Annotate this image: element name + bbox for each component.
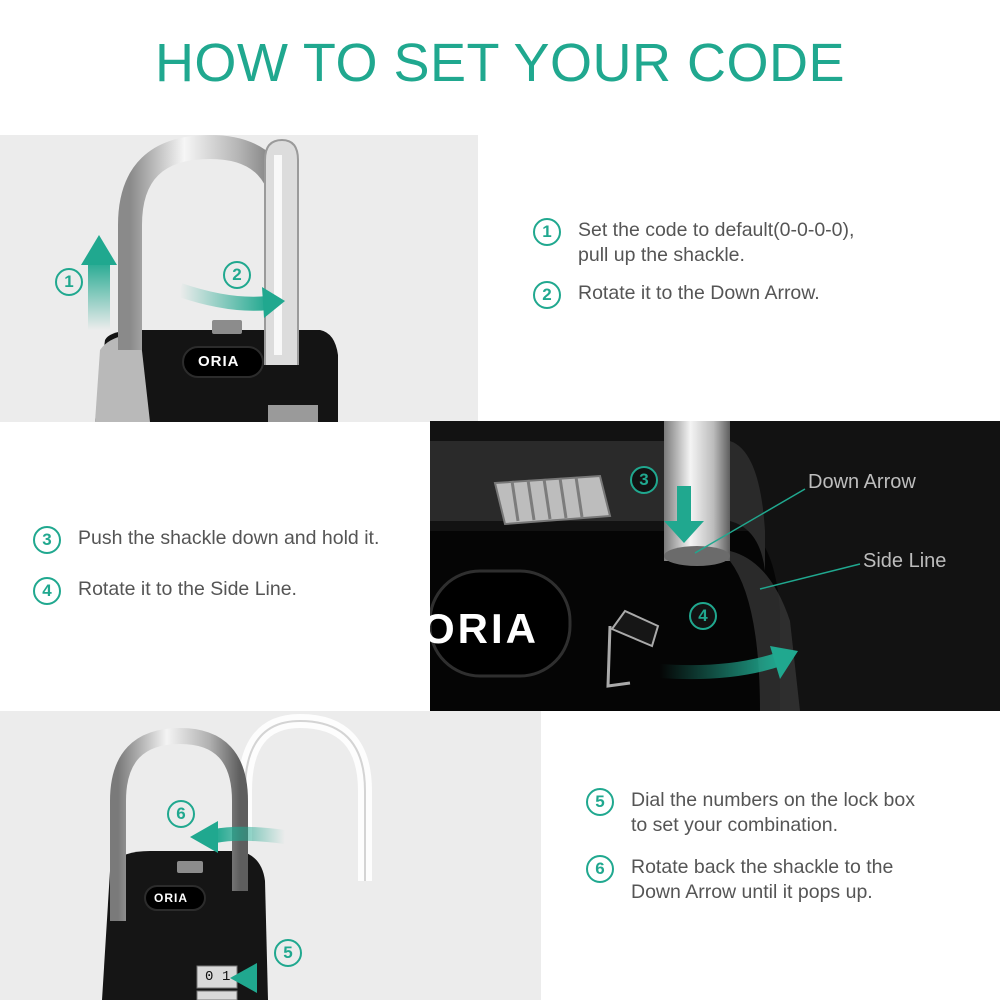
step-6: 6 Rotate back the shackle to the Down Ar… bbox=[586, 855, 971, 905]
step-6-line-1: Rotate back the shackle to the bbox=[631, 856, 894, 878]
step-4-line-1: Rotate it to the Side Line. bbox=[78, 578, 297, 600]
step-4-number: 4 bbox=[33, 577, 61, 605]
step-1: 1 Set the code to default(0-0-0-0), pull… bbox=[533, 218, 918, 268]
side-line-callout: Side Line bbox=[863, 550, 947, 572]
step-1-number: 1 bbox=[533, 218, 561, 246]
step-5-number: 5 bbox=[586, 788, 614, 816]
step-3-4-image: ORIA 3 4 bbox=[430, 421, 1000, 711]
step-3-line-1: Push the shackle down and hold it. bbox=[78, 527, 380, 549]
step-2-number: 2 bbox=[533, 281, 561, 309]
down-arrow-callout: Down Arrow bbox=[808, 471, 916, 493]
step-2-marker: 2 bbox=[223, 261, 251, 289]
dial-digit: 0 bbox=[205, 969, 214, 985]
step-5: 5 Dial the numbers on the lock box to se… bbox=[586, 788, 971, 838]
step-1-2-image: ORIA 1 2 bbox=[0, 135, 478, 422]
step-5-text: Dial the numbers on the lock box to set … bbox=[631, 788, 971, 838]
dial-digit: 1 bbox=[222, 969, 231, 985]
step-5-line-2: to set your combination. bbox=[631, 814, 839, 836]
step-6-number: 6 bbox=[586, 855, 614, 883]
step-5-line-1: Dial the numbers on the lock box bbox=[631, 789, 915, 811]
step-1-marker: 1 bbox=[55, 268, 83, 296]
step-5-6-image: ORIA 0 1 6 5 bbox=[0, 711, 541, 1000]
brand-logo: ORIA bbox=[198, 353, 240, 370]
page-title: HOW TO SET YOUR CODE bbox=[154, 33, 846, 93]
step-6-marker: 6 bbox=[167, 800, 195, 828]
step-3-text: Push the shackle down and hold it. bbox=[78, 526, 418, 551]
step-4-text: Rotate it to the Side Line. bbox=[78, 577, 418, 602]
brand-logo: ORIA bbox=[430, 605, 539, 652]
step-1-text: Set the code to default(0-0-0-0), pull u… bbox=[578, 218, 918, 268]
step-4-marker: 4 bbox=[689, 602, 717, 630]
step-6-text: Rotate back the shackle to the Down Arro… bbox=[631, 855, 971, 905]
brand-logo: ORIA bbox=[154, 891, 188, 905]
step-1-line-1: Set the code to default(0-0-0-0), bbox=[578, 219, 855, 241]
step-6-line-2: Down Arrow until it pops up. bbox=[631, 881, 873, 903]
step-3: 3 Push the shackle down and hold it. bbox=[33, 526, 418, 554]
step-3-number: 3 bbox=[33, 526, 61, 554]
step-3-marker: 3 bbox=[630, 466, 658, 494]
step-2: 2 Rotate it to the Down Arrow. bbox=[533, 281, 918, 309]
step-2-text: Rotate it to the Down Arrow. bbox=[578, 281, 918, 306]
step-2-line-1: Rotate it to the Down Arrow. bbox=[578, 282, 820, 304]
step-5-marker: 5 bbox=[274, 939, 302, 967]
step-1-line-2: pull up the shackle. bbox=[578, 244, 745, 266]
step-4: 4 Rotate it to the Side Line. bbox=[33, 577, 418, 605]
